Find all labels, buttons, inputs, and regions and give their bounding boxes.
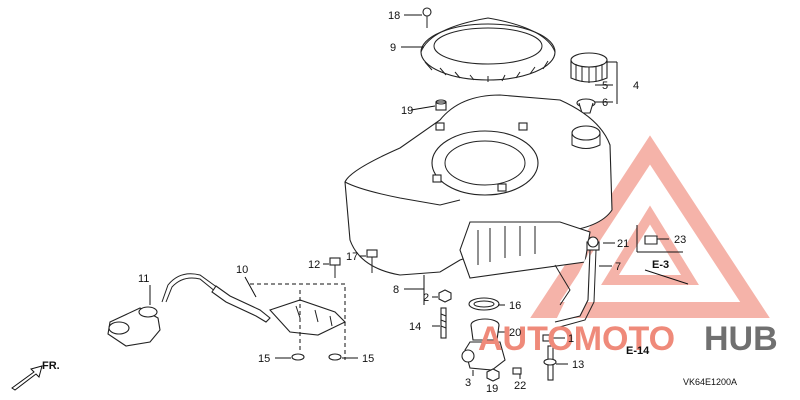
callout-19-top: 19 xyxy=(401,105,413,117)
callout-12: 12 xyxy=(308,259,320,271)
callout-16: 16 xyxy=(509,300,521,312)
front-label: FR. xyxy=(42,360,60,372)
callout-2: 2 xyxy=(423,292,429,304)
callout-18: 18 xyxy=(388,10,400,22)
gasket-16 xyxy=(468,297,500,311)
clip-21 xyxy=(587,236,599,248)
callout-14: 14 xyxy=(409,321,421,333)
callout-4: 4 xyxy=(633,80,639,92)
callout-15-right: 15 xyxy=(362,353,374,365)
callout-6: 6 xyxy=(602,97,608,109)
control-cable xyxy=(161,273,346,336)
reference-e3: E-3 xyxy=(652,259,669,271)
fuel-valve xyxy=(461,318,506,371)
connector-11 xyxy=(107,306,161,347)
washer-15b xyxy=(328,353,342,361)
stud-13 xyxy=(543,345,557,381)
callout-8: 8 xyxy=(393,284,399,296)
bolt-17 xyxy=(366,249,378,273)
watermark-text-dark: HUB xyxy=(704,320,778,358)
fuel-cap xyxy=(570,52,608,83)
stud-14 xyxy=(440,307,447,339)
reference-e14: E-14 xyxy=(626,345,650,357)
bolt-18 xyxy=(422,7,432,28)
bolt-19-top xyxy=(435,99,447,111)
fuel-tank xyxy=(344,94,613,279)
callout-9: 9 xyxy=(390,42,396,54)
callout-11: 11 xyxy=(138,273,149,285)
bolt-1 xyxy=(542,334,552,342)
clamp-22 xyxy=(512,367,522,375)
washer-15a xyxy=(291,353,305,361)
callout-20: 20 xyxy=(509,327,521,339)
callout-7: 7 xyxy=(615,261,621,273)
front-direction-arrow xyxy=(11,365,43,391)
callout-17: 17 xyxy=(346,251,358,263)
watermark-logo xyxy=(530,135,770,318)
diagram-code: VK64E1200A xyxy=(683,377,737,387)
bolt-12 xyxy=(329,257,341,278)
clip-23 xyxy=(644,235,658,245)
callout-22: 22 xyxy=(514,380,526,392)
starter-cover xyxy=(420,17,556,82)
callout-15-left: 15 xyxy=(258,353,270,365)
callout-5: 5 xyxy=(602,80,608,92)
callout-19-bottom: 19 xyxy=(486,383,498,395)
leader-lines xyxy=(149,14,689,379)
callout-1: 1 xyxy=(568,333,574,345)
callout-3: 3 xyxy=(465,377,471,389)
callout-13: 13 xyxy=(572,359,584,371)
bolt-19-bottom xyxy=(486,368,500,382)
callout-10: 10 xyxy=(236,264,248,276)
fuel-strainer xyxy=(576,98,596,114)
callout-21: 21 xyxy=(617,238,629,250)
callout-23: 23 xyxy=(674,234,686,246)
nut-2 xyxy=(438,289,452,303)
watermark-text-accent: AUTOMOTO xyxy=(478,320,675,358)
